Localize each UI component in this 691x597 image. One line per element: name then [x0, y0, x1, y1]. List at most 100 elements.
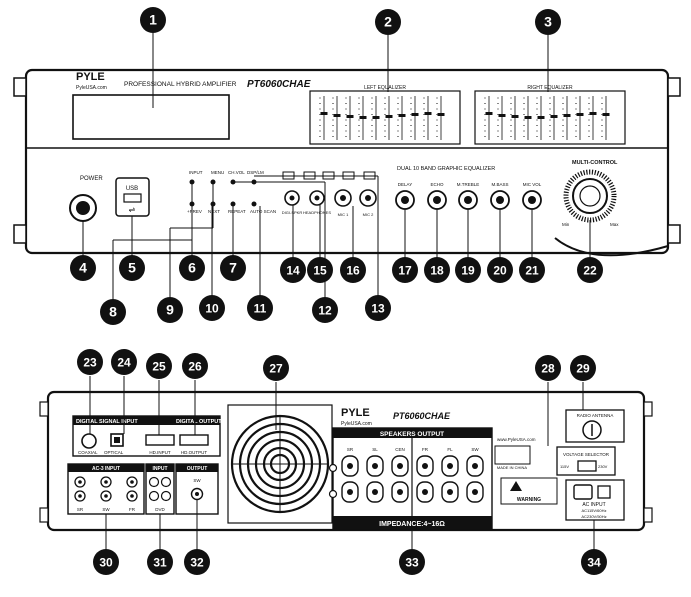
callout-bubble: [340, 257, 366, 283]
eq-slider-knob[interactable]: [359, 116, 367, 119]
eq-slider-knob[interactable]: [524, 116, 532, 119]
callout-number: 20: [493, 264, 507, 278]
rca-jack-core: [130, 480, 134, 484]
ac-power-switch[interactable]: [573, 484, 593, 500]
callout-23: 23: [77, 349, 103, 375]
eq-slider-knob[interactable]: [333, 114, 341, 117]
right-equalizer: [474, 90, 626, 145]
optical-port-core: [114, 437, 120, 443]
callout-28: 28: [535, 355, 561, 381]
callout-number: 30: [99, 556, 113, 570]
eq-slider-knob[interactable]: [589, 112, 597, 115]
usb-label: USB: [126, 186, 138, 192]
callout-bubble: [157, 297, 183, 323]
right-eq-sliders: [484, 96, 610, 140]
micvol-knob-cap: [528, 196, 536, 204]
callout-number: 1: [149, 12, 157, 28]
callout-9: 9: [157, 297, 183, 323]
menu-button[interactable]: [210, 179, 216, 185]
eq-slider-knob[interactable]: [576, 113, 584, 116]
eq-slider-knob[interactable]: [346, 115, 354, 118]
binding-post-core: [422, 489, 428, 495]
ac3-header: [68, 464, 144, 472]
binding-post-core: [472, 463, 478, 469]
multi-max: Max: [610, 222, 619, 227]
dvd-input-label: INPUT: [153, 466, 168, 472]
callout-number: 19: [461, 264, 475, 278]
callout-number: 31: [153, 556, 167, 570]
callout-number: 23: [83, 356, 97, 370]
callout-31: 31: [147, 549, 173, 575]
eq-slider-knob[interactable]: [424, 112, 432, 115]
display-window: [72, 94, 230, 140]
power-label: POWER: [80, 176, 103, 182]
callout-bubble: [375, 9, 401, 35]
dvd-jack-3[interactable]: [148, 490, 160, 502]
bass-knob-cap: [496, 196, 504, 204]
autoscan-button[interactable]: [251, 201, 257, 207]
repeat-button[interactable]: [230, 201, 236, 207]
hd-input-port[interactable]: [145, 434, 175, 446]
front-site: PyleUSA.com: [76, 85, 107, 91]
front-panel: PYLE PyleUSA.com PROFESSIONAL HYBRID AMP…: [13, 68, 681, 257]
dvd-jack-2[interactable]: [160, 476, 172, 488]
input-button[interactable]: [189, 179, 195, 185]
eq-slider-knob[interactable]: [511, 115, 519, 118]
callout-1: 1: [140, 7, 166, 33]
eq-slider-knob[interactable]: [385, 115, 393, 118]
hd-output-port[interactable]: [179, 434, 209, 446]
panel-curve: [554, 237, 669, 257]
ac3-label: AC-3 INPUT: [92, 466, 120, 472]
callout-6: 6: [179, 255, 205, 281]
digital-input-label: DIGITAL SIGNAL INPUT: [76, 419, 138, 425]
eq-slider-knob[interactable]: [485, 112, 493, 115]
rca-jack-core: [130, 494, 134, 498]
callout-number: 21: [525, 264, 539, 278]
speaker-label: SW: [471, 447, 479, 452]
eq-slider-knob[interactable]: [550, 115, 558, 118]
multi-control-label: MULTI-CONTROL: [572, 160, 618, 166]
callout-number: 17: [398, 264, 412, 278]
callout-number: 25: [152, 360, 166, 374]
eq-slider-knob[interactable]: [602, 113, 610, 116]
speaker-screw: [328, 489, 338, 499]
rating-label-box: [494, 445, 531, 465]
eq-slider-knob[interactable]: [411, 113, 419, 116]
voltage-switch[interactable]: [577, 460, 597, 472]
v230-label: 230V: [598, 464, 608, 469]
dvd-jack-4[interactable]: [160, 490, 172, 502]
callout-16: 16: [340, 257, 366, 283]
knob-label-micvol: MIC VOL: [523, 182, 542, 187]
rear-site: PyleUSA.com: [341, 421, 372, 427]
eq-slider-knob[interactable]: [372, 116, 380, 119]
eq-slider-knob[interactable]: [398, 114, 406, 117]
eq-slider-knob[interactable]: [437, 113, 445, 116]
digital-io-header: [73, 416, 220, 425]
coaxial-jack[interactable]: [81, 433, 97, 449]
mic2-jack-core: [365, 195, 371, 201]
ac-power-socket[interactable]: [597, 485, 611, 499]
callout-bubble: [581, 549, 607, 575]
usb-port[interactable]: [123, 193, 142, 203]
callout-number: 9: [166, 302, 174, 318]
callout-number: 13: [371, 302, 385, 316]
speaker-label: CEN: [395, 447, 405, 452]
callout-11: 11: [247, 295, 273, 321]
eq-slider-knob[interactable]: [498, 114, 506, 117]
rear-brand: PYLE: [341, 407, 370, 419]
dvd-jack-1[interactable]: [148, 476, 160, 488]
mic1-jack-core: [340, 195, 346, 201]
coaxial-label: COAXIAL: [78, 450, 98, 455]
callout-number: 15: [313, 264, 327, 278]
binding-post-core: [422, 463, 428, 469]
callout-bubble: [535, 355, 561, 381]
callout-21: 21: [519, 257, 545, 283]
eq-slider-knob[interactable]: [320, 112, 328, 115]
eq-slider-knob[interactable]: [537, 116, 545, 119]
callout-7: 7: [220, 255, 246, 281]
callout-bubble: [365, 295, 391, 321]
eq-slider-knob[interactable]: [563, 114, 571, 117]
